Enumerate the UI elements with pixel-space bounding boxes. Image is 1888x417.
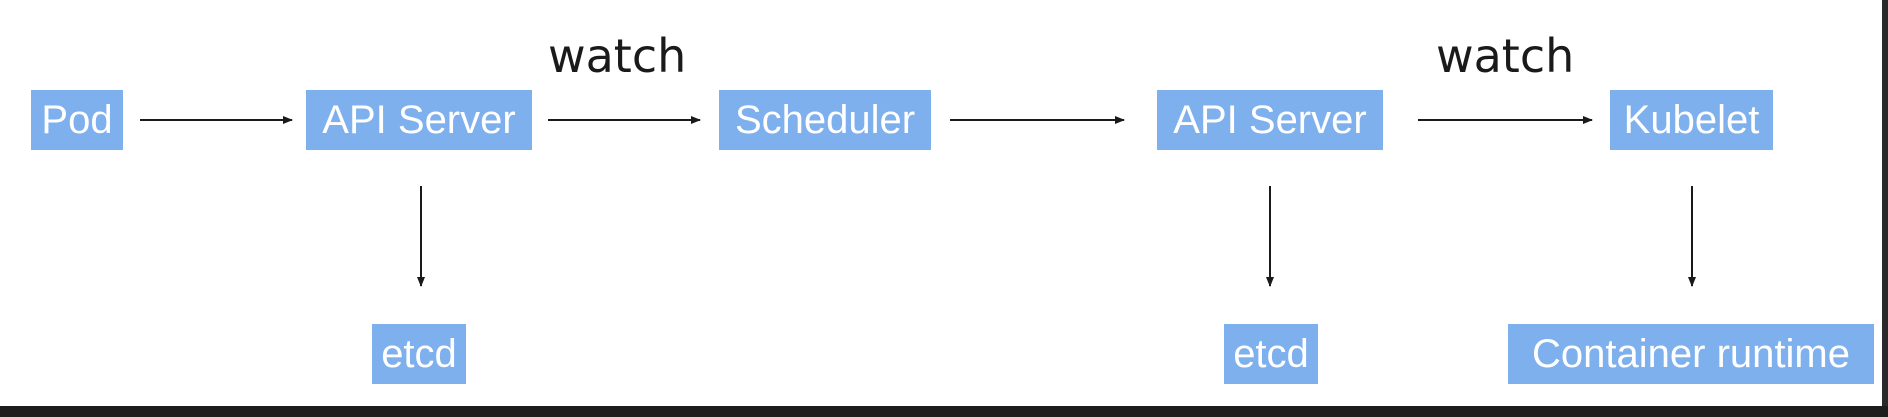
bottom-edge-bar bbox=[0, 406, 1888, 417]
pod-node: Pod bbox=[31, 90, 123, 150]
watch-label-1: watch bbox=[548, 29, 687, 83]
api-server-node-1: API Server bbox=[306, 90, 532, 150]
etcd-node-1: etcd bbox=[372, 324, 466, 384]
watch-label-2: watch bbox=[1436, 29, 1575, 83]
scheduler-node: Scheduler bbox=[719, 90, 931, 150]
kubelet-node: Kubelet bbox=[1610, 90, 1773, 150]
right-edge-strip bbox=[1882, 0, 1888, 417]
etcd-node-2: etcd bbox=[1224, 324, 1318, 384]
container-runtime-node: Container runtime bbox=[1508, 324, 1874, 384]
api-server-node-2: API Server bbox=[1157, 90, 1383, 150]
